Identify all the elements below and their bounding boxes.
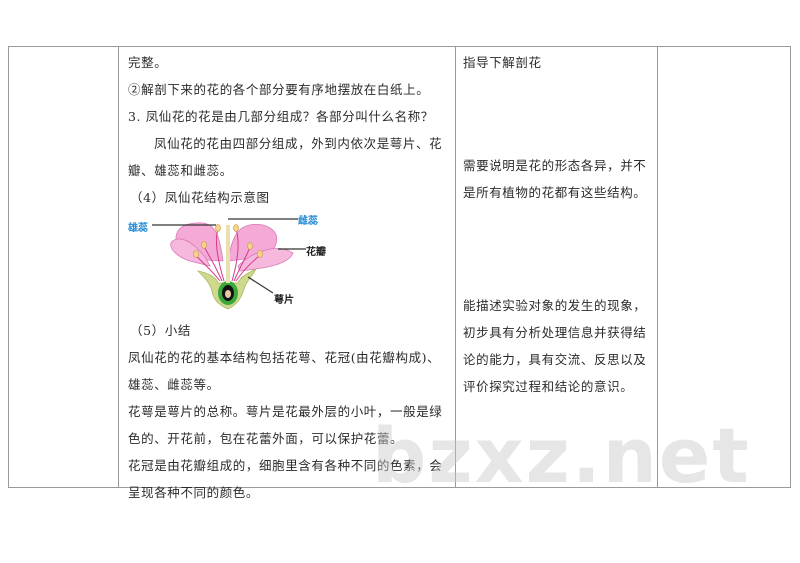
teacher-guidance-cell: 指导下解剖花 需要说明是花的形态各异，并不 是所有植物的花都有这些结构。 能描述… bbox=[457, 47, 657, 487]
content-line: 瓣、雄蕊和雌蕊。 bbox=[128, 163, 233, 178]
flower-structure-diagram: 雄蕊 雌蕊 花瓣 萼片 bbox=[128, 211, 328, 317]
content-line: 完整。 bbox=[128, 55, 168, 70]
pistil-label: 雌蕊 bbox=[298, 216, 318, 227]
lesson-plan-table: 完整。 ②解剖下来的花的各个部分要有序地摆放在白纸上。 3. 凤仙花的花是由几部… bbox=[8, 46, 791, 500]
summary-line: 呈现各种不同的颜色。 bbox=[128, 485, 260, 500]
content-line: 凤仙花的花由四部分组成，外到内依次是萼片、花 bbox=[154, 136, 443, 151]
stamen-label: 雄蕊 bbox=[128, 223, 148, 234]
summary-line: 花萼是萼片的总称。萼片是花最外层的小叶，一般是绿 bbox=[128, 404, 443, 419]
column-divider bbox=[455, 47, 456, 487]
summary-line: 色的、开花前，包在花蕾外面，可以保护花蕾。 bbox=[128, 431, 404, 446]
column-divider bbox=[657, 47, 658, 487]
column-divider bbox=[118, 47, 119, 487]
content-line: 3. 凤仙花的花是由几部分组成？各部分叫什么名称？ bbox=[128, 109, 434, 124]
guidance-text: 指导下解剖花 bbox=[463, 55, 542, 70]
diagram-heading: （4）凤仙花结构示意图 bbox=[130, 190, 270, 205]
summary-heading: （5）小结 bbox=[130, 323, 191, 338]
teaching-content-cell: 完整。 ②解剖下来的花的各个部分要有序地摆放在白纸上。 3. 凤仙花的花是由几部… bbox=[120, 47, 456, 500]
goal-line: 论的能力，具有交流、反思以及 bbox=[463, 352, 647, 367]
goal-line: 初步具有分析处理信息并获得结 bbox=[463, 325, 647, 340]
content-line: ②解剖下来的花的各个部分要有序地摆放在白纸上。 bbox=[128, 82, 430, 97]
summary-line: 凤仙花的花的基本结构包括花萼、花冠(由花瓣构成)、 bbox=[128, 350, 441, 365]
goal-line: 评价探究过程和结论的意识。 bbox=[463, 379, 634, 394]
sepal-label: 萼片 bbox=[274, 295, 294, 306]
summary-line: 雄蕊、雌蕊等。 bbox=[128, 377, 220, 392]
flower-illustration bbox=[152, 218, 306, 310]
petal-label: 花瓣 bbox=[306, 247, 326, 258]
note-line: 需要说明是花的形态各异，并不 bbox=[463, 158, 647, 173]
note-line: 是所有植物的花都有这些结构。 bbox=[463, 185, 647, 200]
watermark: bzxz.net bbox=[372, 411, 751, 500]
goal-line: 能描述实验对象的发生的现象， bbox=[463, 298, 647, 313]
summary-line: 花冠是由花瓣组成的，细胞里含有各种不同的色素，会 bbox=[128, 458, 443, 473]
